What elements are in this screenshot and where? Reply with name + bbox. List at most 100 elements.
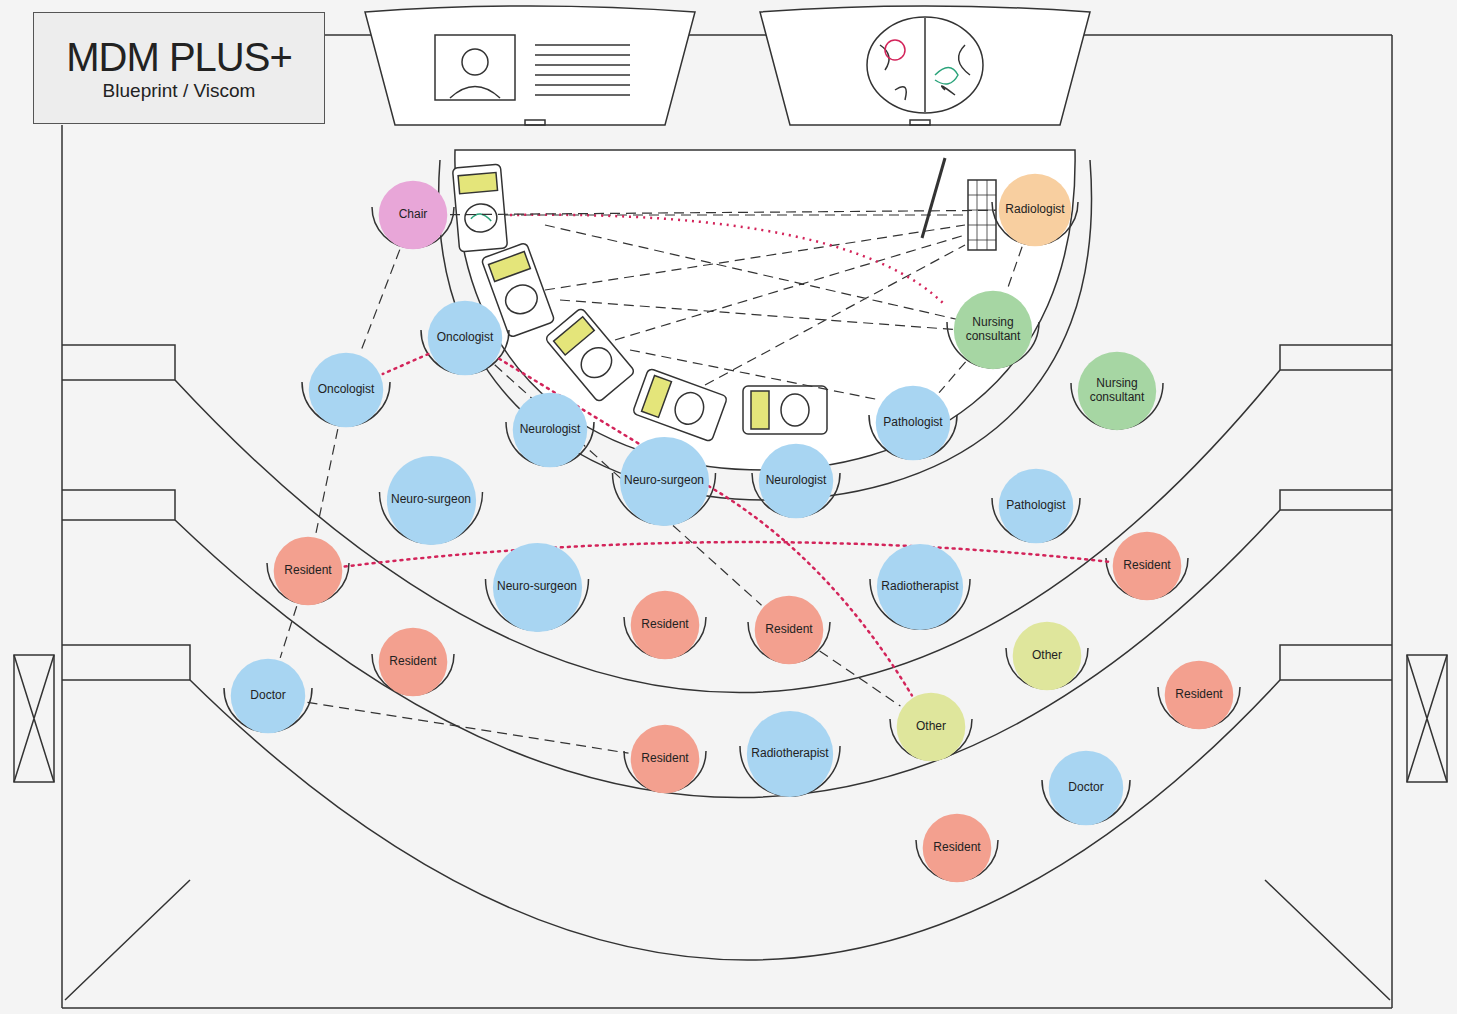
participant-circle: Nursing consultant xyxy=(953,290,1033,370)
participant-circle: Doctor xyxy=(1048,750,1124,826)
role-label: Resident xyxy=(641,618,688,632)
participant-circle: Neurologist xyxy=(512,392,588,468)
dashed-link xyxy=(280,606,297,658)
role-label: Doctor xyxy=(1068,781,1103,795)
role-label: Radiologist xyxy=(1005,203,1064,217)
participant-circle: Resident xyxy=(630,590,700,660)
role-label: Neuro-surgeon xyxy=(391,493,471,507)
participant-circle: Oncologist xyxy=(427,300,503,376)
participant-circle: Radiologist xyxy=(998,173,1072,247)
participant-circle: Neurologist xyxy=(758,443,834,519)
role-label: Resident xyxy=(389,655,436,669)
participant-circle: Radiotherapist xyxy=(876,543,964,631)
video-icon xyxy=(450,87,500,99)
participant-circle: Radiotherapist xyxy=(746,710,834,798)
dashed-link xyxy=(360,250,400,353)
subtitle-text: Blueprint / Viscom xyxy=(103,80,256,102)
role-label: Resident xyxy=(933,841,980,855)
brain-image xyxy=(867,17,983,113)
title-box: MDM PLUS+Blueprint / Viscom xyxy=(33,12,325,124)
door xyxy=(1407,655,1447,782)
side-bench xyxy=(1280,345,1392,680)
row-arc xyxy=(175,510,1280,798)
role-label: Neuro-surgeon xyxy=(624,474,704,488)
participant-circle: Nursing consultant xyxy=(1077,351,1157,431)
participant-circle: Resident xyxy=(378,627,448,697)
role-label: Other xyxy=(1032,649,1062,663)
brain-lesion xyxy=(935,68,958,85)
participant-circle: Resident xyxy=(922,813,992,883)
role-label: Pathologist xyxy=(883,416,942,430)
dashed-link xyxy=(939,362,966,393)
door xyxy=(14,655,54,782)
text-lines xyxy=(535,45,630,95)
participant-circle: Pathologist xyxy=(875,385,951,461)
title-text: MDM PLUS+ xyxy=(66,34,292,80)
role-label: Doctor xyxy=(250,689,285,703)
role-label: Resident xyxy=(1123,559,1170,573)
video-icon xyxy=(462,49,488,75)
role-label: Nursing consultant xyxy=(958,316,1028,344)
participant-circle: Resident xyxy=(273,536,343,606)
share-line xyxy=(510,215,945,305)
dashed-link xyxy=(1007,247,1022,291)
participant-circle: Chair xyxy=(378,180,448,250)
participant-circle: Resident xyxy=(630,724,700,794)
participant-circle: Neuro-surgeon xyxy=(386,455,477,546)
tablet xyxy=(632,368,727,442)
dashed-link xyxy=(316,429,338,535)
role-label: Chair xyxy=(399,208,428,222)
participant-circle: Doctor xyxy=(230,658,306,734)
role-label: Radiotherapist xyxy=(881,580,958,594)
door xyxy=(14,655,54,782)
participant-circle: Resident xyxy=(754,595,824,665)
role-label: Pathologist xyxy=(1006,499,1065,513)
role-label: Resident xyxy=(284,564,331,578)
keyboard xyxy=(968,180,996,250)
role-label: Resident xyxy=(641,752,688,766)
tablet xyxy=(452,164,507,252)
role-label: Neurologist xyxy=(766,474,827,488)
brain-lesion xyxy=(885,40,905,60)
role-label: Neurologist xyxy=(520,423,581,437)
door xyxy=(1407,655,1447,782)
tablet xyxy=(743,386,827,434)
dashed-link xyxy=(450,210,996,214)
side-bench xyxy=(62,345,190,680)
row-arc xyxy=(190,680,1280,960)
dashed-link xyxy=(820,651,901,706)
role-label: Oncologist xyxy=(318,383,375,397)
desk xyxy=(455,150,1075,470)
dotted-link xyxy=(383,354,429,374)
role-label: Resident xyxy=(765,623,812,637)
brain-image xyxy=(880,18,970,112)
wall xyxy=(62,35,1392,1008)
role-label: Resident xyxy=(1175,688,1222,702)
screen xyxy=(365,6,695,125)
role-label: Nursing consultant xyxy=(1082,377,1152,405)
role-label: Neuro-surgeon xyxy=(497,580,577,594)
screen-stand xyxy=(910,120,930,125)
share-line xyxy=(505,215,965,400)
participant-circle: Resident xyxy=(1112,531,1182,601)
role-label: Radiotherapist xyxy=(751,747,828,761)
participant-circle: Neuro-surgeon xyxy=(619,436,710,527)
participant-circle: Other xyxy=(896,692,966,762)
participant-circle: Resident xyxy=(1164,660,1234,730)
participant-circle: Pathologist xyxy=(998,468,1074,544)
tablet xyxy=(545,307,636,402)
monitor xyxy=(922,158,945,238)
video-icon xyxy=(435,35,515,100)
dashed-link xyxy=(308,702,629,753)
participant-circle: Other xyxy=(1012,621,1082,691)
dotted-link xyxy=(499,359,912,696)
keyboard xyxy=(968,180,996,250)
dotted-link xyxy=(345,542,1110,566)
role-label: Oncologist xyxy=(437,331,494,345)
screen xyxy=(760,6,1090,125)
participant-circle: Oncologist xyxy=(308,352,384,428)
screen-stand xyxy=(525,120,545,125)
